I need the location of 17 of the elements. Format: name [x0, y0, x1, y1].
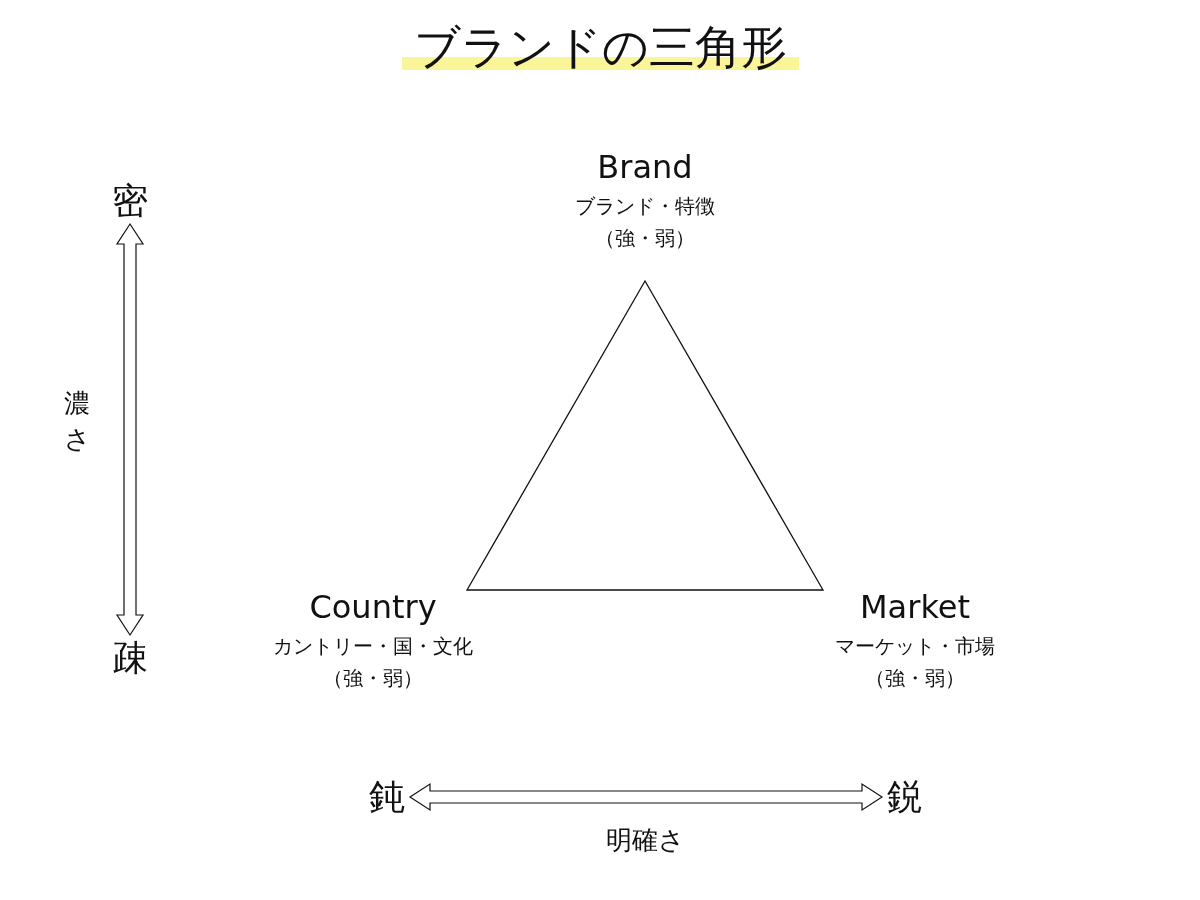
vertex-description: マーケット・市場: [835, 633, 995, 661]
scale-label: 疎: [112, 636, 148, 680]
scale-label: 鈍: [369, 775, 405, 819]
vertex-description: （強・弱）: [323, 665, 423, 693]
vertex-label: Market: [860, 588, 970, 627]
vertex-label: Brand: [597, 148, 693, 187]
vertex-description: カントリー・国・文化: [273, 633, 473, 661]
axis-label: 明確さ: [604, 825, 686, 857]
axis-label: 濃さ: [64, 387, 90, 457]
double-arrow: [115, 222, 145, 637]
vertex-description: （強・弱）: [865, 665, 965, 693]
double-arrow: [408, 782, 884, 812]
scale-label: 密: [112, 179, 148, 223]
vertex-label: Country: [309, 588, 437, 627]
vertex-description: ブランド・特徴: [575, 193, 715, 221]
vertex-description: （強・弱）: [595, 225, 695, 253]
scale-label: 鋭: [887, 775, 923, 819]
